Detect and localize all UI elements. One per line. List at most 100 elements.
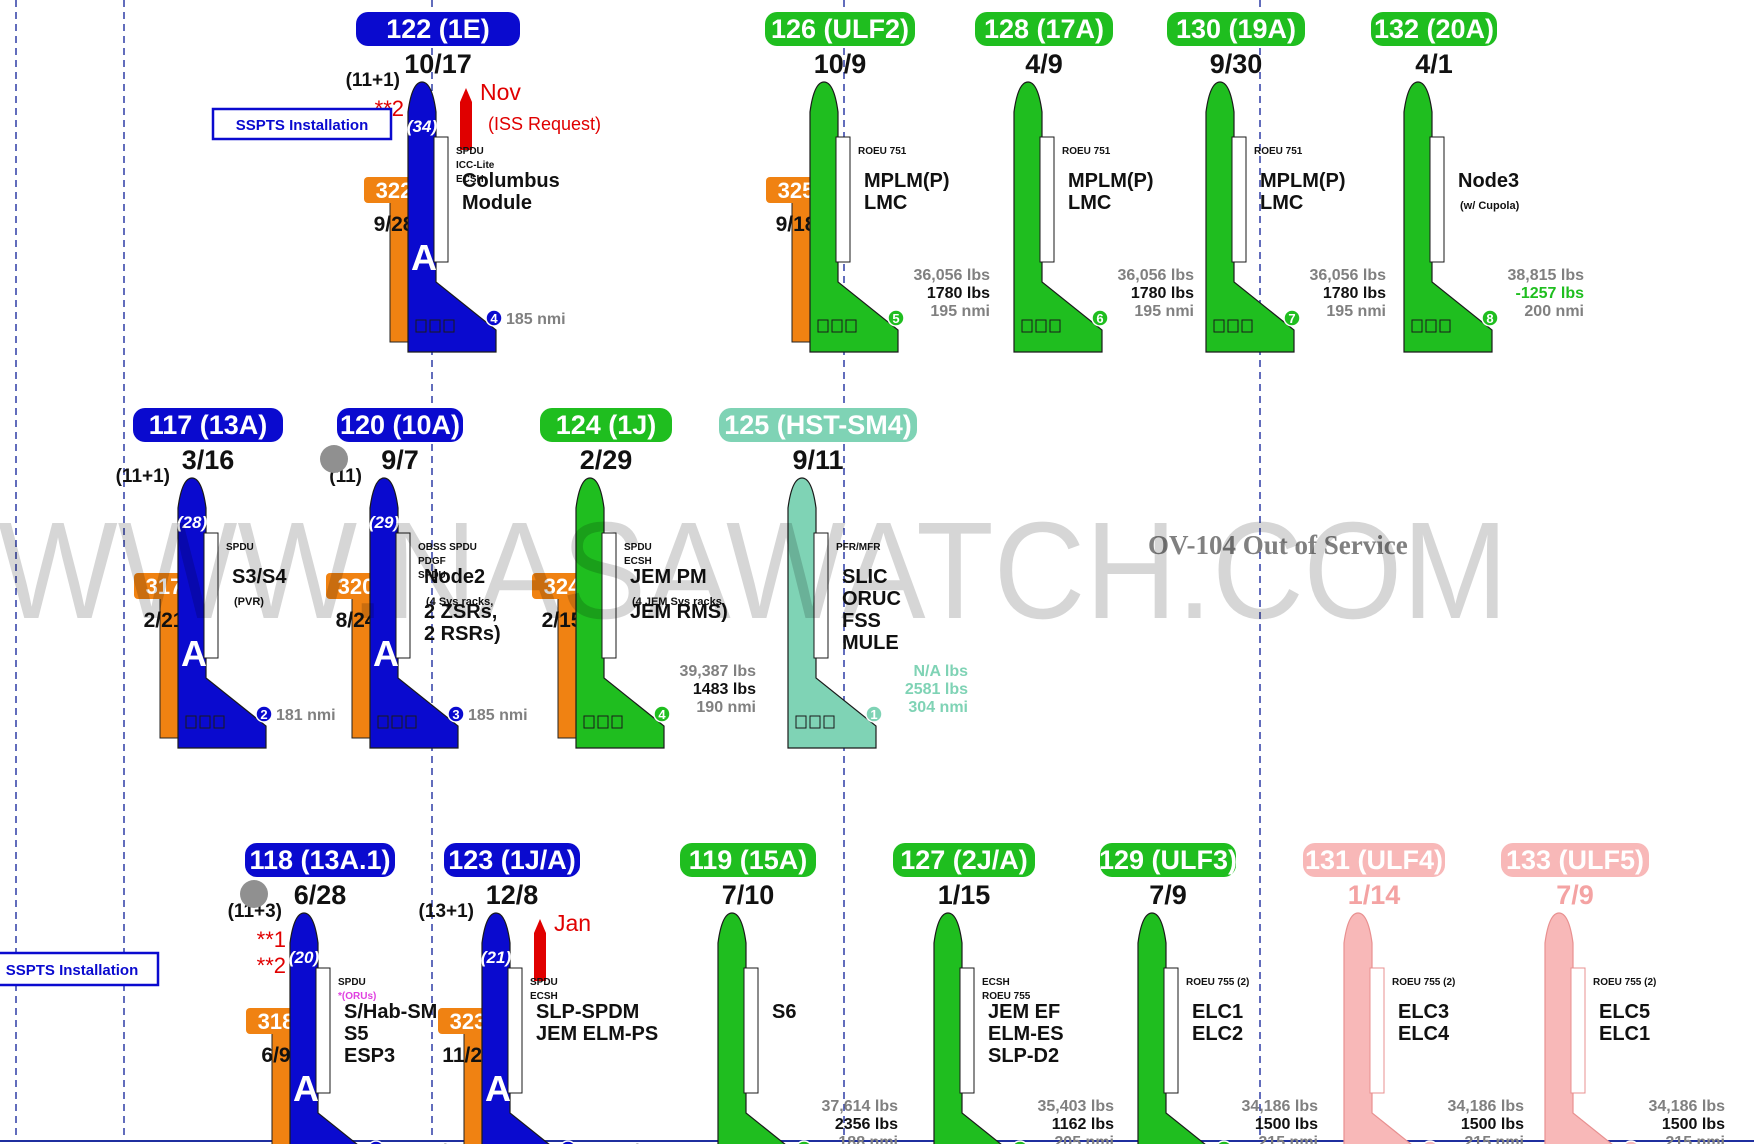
component-label: SPDU xyxy=(456,146,484,157)
component-label: *(ORUs) xyxy=(338,991,376,1002)
payload-bay xyxy=(1232,137,1246,262)
engine-bell xyxy=(1050,320,1060,332)
payload-label: S5 xyxy=(344,1023,368,1045)
component-label: ROEU 751 xyxy=(858,146,907,157)
payload-label: LMC xyxy=(864,192,907,214)
mission-label: 128 (17A) xyxy=(984,14,1104,44)
mission-m119: 119 (15A)7/103S637,614 lbs2356 lbs188 nm… xyxy=(680,843,898,1144)
red-note: Jan xyxy=(554,910,591,936)
component-label: ROEU 755 (2) xyxy=(1593,977,1656,988)
engine-bell xyxy=(1228,320,1238,332)
engine-bell xyxy=(430,320,440,332)
mission-label: 123 (1J/A) xyxy=(448,845,576,875)
mission-m123: 123 (1J/A)12/832311/242A(21)(13+1)JanSLP… xyxy=(419,843,659,1144)
orbit-altitude: 205 nmi xyxy=(1054,1134,1114,1144)
cargo-weight: 35,403 lbs xyxy=(1038,1098,1115,1115)
engine-bell xyxy=(598,716,608,728)
watermark: WWW.NASAWATCH.COM xyxy=(0,494,1508,648)
delta-weight: 1780 lbs xyxy=(1131,285,1194,302)
engine-bell xyxy=(186,716,196,728)
crew-count: (11+1) xyxy=(346,70,400,91)
payload-label: S6 xyxy=(772,1001,796,1023)
delta-weight: 2581 lbs xyxy=(905,681,968,698)
payload-label: ELC1 xyxy=(1192,1001,1243,1023)
component-label: ECSH xyxy=(530,991,558,1002)
payload-bay xyxy=(836,137,850,262)
delta-weight: 1500 lbs xyxy=(1461,1116,1524,1133)
component-label: SPDU xyxy=(338,977,366,988)
payload-label: MPLM(P) xyxy=(1068,170,1154,192)
mission-label: 120 (10A) xyxy=(340,410,460,440)
et-label: 325 xyxy=(778,178,815,203)
mission-label: 119 (15A) xyxy=(689,845,808,875)
orbit-altitude: 304 nmi xyxy=(908,699,968,716)
mission-date: 7/9 xyxy=(1556,880,1594,910)
payload-label: MPLM(P) xyxy=(864,170,950,192)
seq-number: 6 xyxy=(1096,311,1103,326)
orbit-altitude: 215 nmi xyxy=(1464,1134,1524,1144)
orbit-altitude: 185 nmi xyxy=(506,311,566,328)
mission-m133: 133 (ULF5)7/97ELC5ELC1ROEU 755 (2)34,186… xyxy=(1501,843,1725,1144)
et-label: 318 xyxy=(258,1009,295,1034)
component-label: ROEU 751 xyxy=(1062,146,1111,157)
engine-bell xyxy=(824,716,834,728)
mission-label: 124 (1J) xyxy=(556,410,657,440)
mission-m131: 131 (ULF4)1/146ELC3ELC4ROEU 755 (2)34,18… xyxy=(1303,843,1524,1144)
engine-bell xyxy=(1412,320,1422,332)
mission-date: 4/9 xyxy=(1025,49,1063,79)
engine-bell xyxy=(818,320,828,332)
payload-label: (w/ Cupola) xyxy=(1460,200,1520,212)
payload-bay xyxy=(1164,968,1178,1093)
external-tank xyxy=(464,1022,484,1144)
payload-bay xyxy=(1430,137,1444,262)
engine-bell xyxy=(200,716,210,728)
red-footnote: **2 xyxy=(257,953,286,978)
engine-bell xyxy=(392,716,402,728)
mission-label: 127 (2J/A) xyxy=(900,845,1028,875)
component-label: ECSH xyxy=(982,977,1010,988)
mission-label: 130 (19A) xyxy=(1176,14,1296,44)
engine-bell xyxy=(846,320,856,332)
engine-bell xyxy=(810,716,820,728)
engine-bell xyxy=(584,716,594,728)
seq-number: 4 xyxy=(658,707,666,722)
seq-number: 5 xyxy=(892,311,899,326)
crew-count: (13+1) xyxy=(419,901,474,922)
mission-m130: 130 (19A)9/307MPLM(P)LMCROEU 75136,056 l… xyxy=(1167,12,1386,352)
seq-number: 7 xyxy=(1288,311,1295,326)
mission-label: 131 (ULF4) xyxy=(1305,845,1443,875)
component-label: ROEU 755 (2) xyxy=(1392,977,1455,988)
component-label: ROEU 755 xyxy=(982,991,1031,1002)
cargo-weight: 37,614 lbs xyxy=(822,1098,899,1115)
sspts-label-bottom: SSPTS Installation xyxy=(6,962,139,979)
cargo-weight: 39,387 lbs xyxy=(680,663,757,680)
mission-label: 132 (20A) xyxy=(1374,14,1494,44)
orbit-altitude: 195 nmi xyxy=(1326,303,1386,320)
engine-bell xyxy=(416,320,426,332)
mission-m132: 132 (20A)4/18Node3(w/ Cupola)38,815 lbs-… xyxy=(1371,12,1584,352)
engine-bell xyxy=(406,716,416,728)
mission-label: 118 (13A.1) xyxy=(249,845,390,875)
et-date: 6/9 xyxy=(261,1044,290,1067)
orbit-altitude: 195 nmi xyxy=(930,303,990,320)
payload-label: SLP-D2 xyxy=(988,1045,1059,1067)
mission-date: 4/1 xyxy=(1415,49,1453,79)
payload-label: JEM EF xyxy=(988,1001,1060,1023)
payload-label: MPLM(P) xyxy=(1260,170,1346,192)
mission-date: 1/15 xyxy=(938,880,991,910)
cargo-weight: 36,056 lbs xyxy=(914,267,991,284)
engine-bell xyxy=(832,320,842,332)
mission-m129: 129 (ULF3)7/95ELC1ELC2ROEU 755 (2)34,186… xyxy=(1099,843,1318,1144)
component-label: ROEU 751 xyxy=(1254,146,1303,157)
orbiter-silhouette xyxy=(810,82,898,352)
seq-number: 4 xyxy=(490,311,498,326)
orbiter-silhouette xyxy=(1206,82,1294,352)
cargo-weight: 38,815 lbs xyxy=(1508,267,1585,284)
cargo-weight: N/A lbs xyxy=(913,663,968,680)
engine-bell xyxy=(444,320,454,332)
mission-date: 9/11 xyxy=(792,445,843,475)
engine-bell xyxy=(214,716,224,728)
delta-weight: 2356 lbs xyxy=(835,1116,898,1133)
